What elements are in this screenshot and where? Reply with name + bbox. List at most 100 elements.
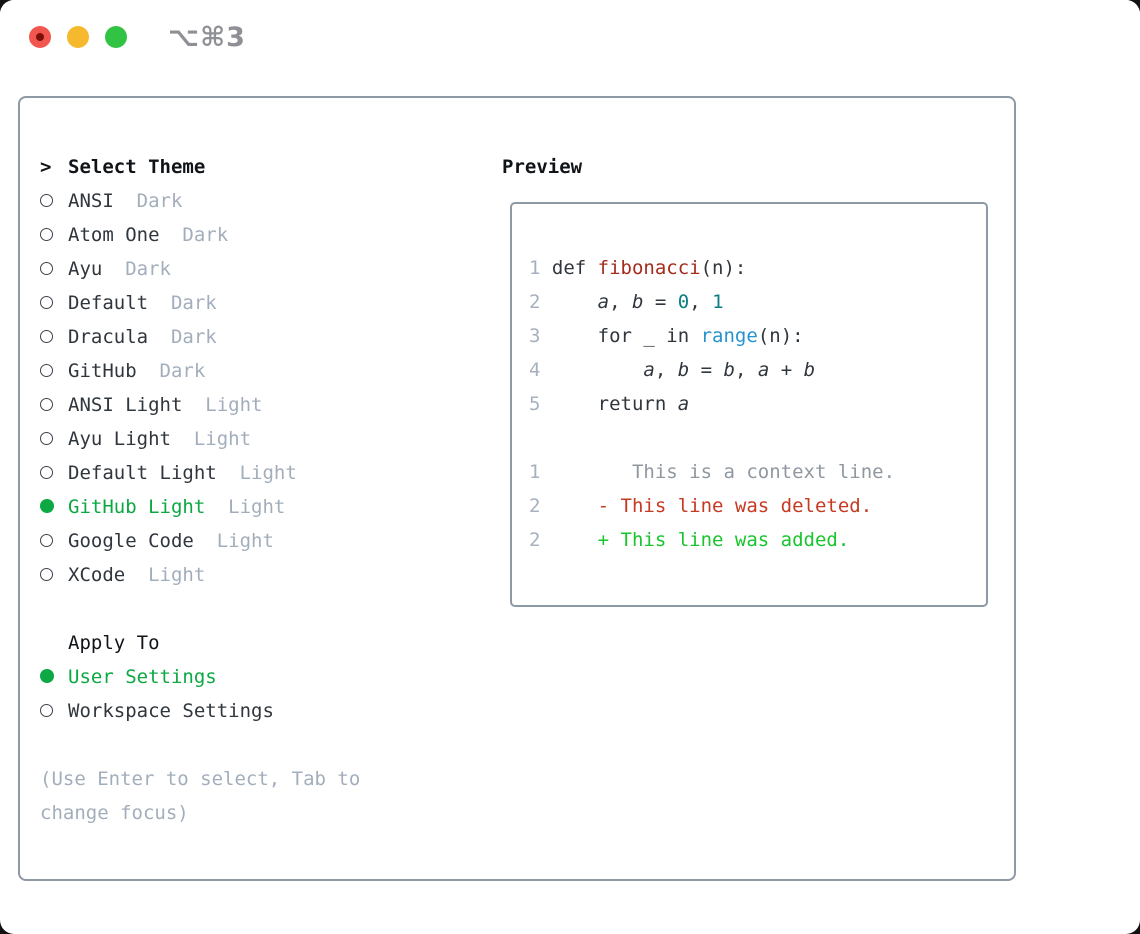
radio-selected-icon [40, 668, 54, 683]
line-number: 5 [529, 393, 552, 415]
code-line: 3 for _ in range(n): [529, 319, 986, 353]
theme-name: GitHub Light [68, 496, 206, 518]
apply-option-label: Workspace Settings [68, 700, 274, 722]
radio-slot [40, 532, 68, 551]
theme-variant-badge: Light [216, 530, 274, 552]
radio-slot [40, 226, 68, 245]
theme-name: Ayu Light [68, 428, 171, 450]
line-number: 2 [529, 291, 552, 313]
line-number: 2 [529, 495, 552, 517]
code-segment-ctx: This is a context line. [551, 461, 896, 483]
line-number: 3 [529, 325, 552, 347]
theme-name: ANSI Light [68, 394, 183, 416]
apply-to-header-row: Apply To [40, 626, 274, 660]
theme-variant-badge: Dark [136, 190, 183, 212]
apply-option-workspace-settings[interactable]: Workspace Settings [40, 694, 274, 728]
radio-slot [40, 702, 68, 721]
keyboard-hint: (Use Enter to select, Tab to change focu… [40, 768, 361, 824]
theme-name: Default Light [68, 462, 217, 484]
theme-option-ansi-light[interactable]: ANSI Light Light [40, 388, 297, 422]
theme-name: ANSI [68, 190, 114, 212]
code-segment-call: range [700, 325, 758, 347]
radio-icon [40, 431, 53, 445]
minimize-button[interactable] [67, 26, 89, 48]
radio-slot [40, 396, 68, 415]
line-number: 1 [529, 461, 552, 483]
apply-option-user-settings[interactable]: User Settings [40, 660, 274, 694]
theme-variant-badge: Light [228, 496, 286, 518]
theme-name: Ayu [68, 258, 103, 280]
theme-name: Default [68, 292, 149, 314]
code-segment-var: a [677, 393, 690, 415]
code-segment-func: fibonacci [597, 257, 701, 279]
code-segment-add: + This line was added. [551, 529, 850, 551]
code-line: 1 def fibonacci(n): [529, 251, 986, 285]
radio-selected-icon [40, 498, 54, 513]
theme-name: Dracula [68, 326, 149, 348]
preview-title: Preview [502, 156, 583, 178]
code-segment-var: a [643, 359, 655, 381]
radio-slot [40, 430, 68, 449]
code-segment-plain: (n): [700, 257, 747, 279]
close-button[interactable] [29, 26, 51, 48]
theme-variant-badge: Light [193, 428, 252, 450]
radio-slot [40, 566, 68, 585]
line-number: 2 [529, 529, 552, 551]
theme-variant-badge: Dark [170, 326, 217, 348]
window-title: ⌥⌘3 [168, 22, 246, 53]
theme-variant-badge: Light [148, 564, 206, 586]
code-segment-num: 1 [712, 291, 724, 313]
theme-variant-badge: Light [239, 462, 297, 484]
code-segment-var: b [677, 359, 690, 381]
theme-option-ayu-light[interactable]: Ayu Light Light [40, 422, 297, 456]
code-segment-var: a [597, 291, 610, 313]
theme-name: Atom One [68, 224, 160, 246]
line-number: 1 [529, 257, 552, 279]
radio-slot [40, 328, 68, 347]
theme-option-default-light[interactable]: Default Light Light [40, 456, 297, 490]
code-segment-plain [552, 359, 644, 381]
theme-option-xcode[interactable]: XCode Light [40, 558, 297, 592]
prompt-icon: > [40, 156, 52, 178]
code-segment-plain: for _ in [551, 325, 701, 347]
code-segment-del: - This line was deleted. [551, 495, 873, 517]
theme-name: XCode [68, 564, 126, 586]
code-segment-num: 0 [677, 291, 690, 313]
line-number: 4 [529, 359, 552, 381]
code-line: 2 + This line was added. [529, 523, 986, 557]
radio-slot [40, 362, 68, 381]
radio-slot [40, 294, 68, 313]
radio-slot [40, 192, 68, 211]
code-segment-plain: = [643, 291, 678, 313]
radio-slot [40, 498, 68, 517]
radio-slot [40, 464, 68, 483]
theme-variant-badge: Light [205, 394, 263, 416]
theme-variant-badge: Dark [125, 258, 171, 280]
code-segment-plain: , [654, 359, 678, 381]
code-line: 4 a, b = b, a + b [529, 353, 986, 387]
theme-option-ayu[interactable]: Ayu Dark [40, 252, 297, 286]
theme-option-github-light[interactable]: GitHub Light Light [40, 490, 297, 524]
theme-option-dracula[interactable]: Dracula Dark [40, 320, 297, 354]
theme-option-ansi[interactable]: ANSI Dark [40, 184, 297, 218]
radio-icon [40, 295, 53, 309]
radio-icon [40, 363, 53, 377]
code-line: 2 a, b = 0, 1 [529, 285, 986, 319]
zoom-button[interactable] [105, 26, 127, 48]
code-segment-plain: , [609, 291, 632, 313]
code-segment-var: a [757, 359, 770, 381]
code-segment-plain: (n): [757, 325, 804, 347]
code-segment-plain: = [689, 359, 724, 381]
radio-icon [40, 227, 53, 241]
radio-icon [40, 193, 53, 207]
